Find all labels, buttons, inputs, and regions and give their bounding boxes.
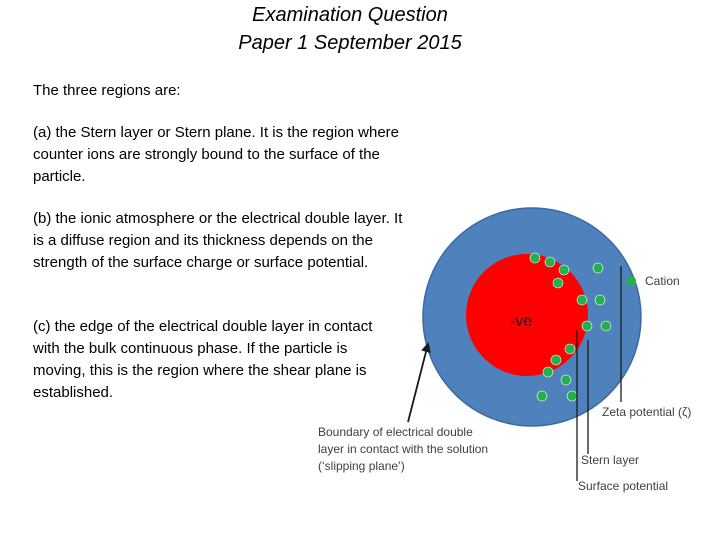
boundary-label-line3: (‘slipping plane’) [318, 459, 405, 473]
cation-dot [536, 390, 548, 402]
boundary-arrow [407, 342, 431, 423]
cation-dot [576, 294, 588, 306]
cation-legend-dot [626, 276, 636, 286]
boundary-label-line2: layer in contact with the solution [318, 442, 488, 456]
cation-dot [600, 320, 612, 332]
cation-dot [564, 343, 576, 355]
cation-dot [550, 354, 562, 366]
stern-layer-label: Stern layer [581, 453, 639, 467]
surface-potential-label: Surface potential [578, 479, 668, 493]
region-b-description: (b) the ionic atmosphere or the electric… [33, 210, 403, 271]
cation-dot [566, 390, 578, 402]
cation-dot [542, 366, 554, 378]
cation-dot [552, 277, 564, 289]
region-a-description: (a) the Stern layer or Stern plane. It i… [33, 124, 400, 185]
particle-charge-label: -ve [510, 313, 532, 330]
cation-dot [594, 294, 606, 306]
cation-dot [581, 320, 593, 332]
intro-text: The three regions are: [33, 82, 181, 99]
cation-group [529, 252, 612, 402]
cation-dot [592, 262, 604, 274]
cation-dot [558, 264, 570, 276]
cation-legend-label: Cation [645, 274, 680, 288]
boundary-label-line1: Boundary of electrical double [318, 425, 473, 439]
zeta-potential-label: Zeta potential (ζ) [602, 405, 691, 419]
page-title: Examination Question [252, 4, 448, 26]
page-subtitle: Paper 1 September 2015 [238, 32, 462, 54]
cation-dot [544, 256, 556, 268]
cation-dot [560, 374, 572, 386]
cation-dot [529, 252, 541, 264]
region-c-description: (c) the edge of the electrical double la… [33, 318, 373, 401]
